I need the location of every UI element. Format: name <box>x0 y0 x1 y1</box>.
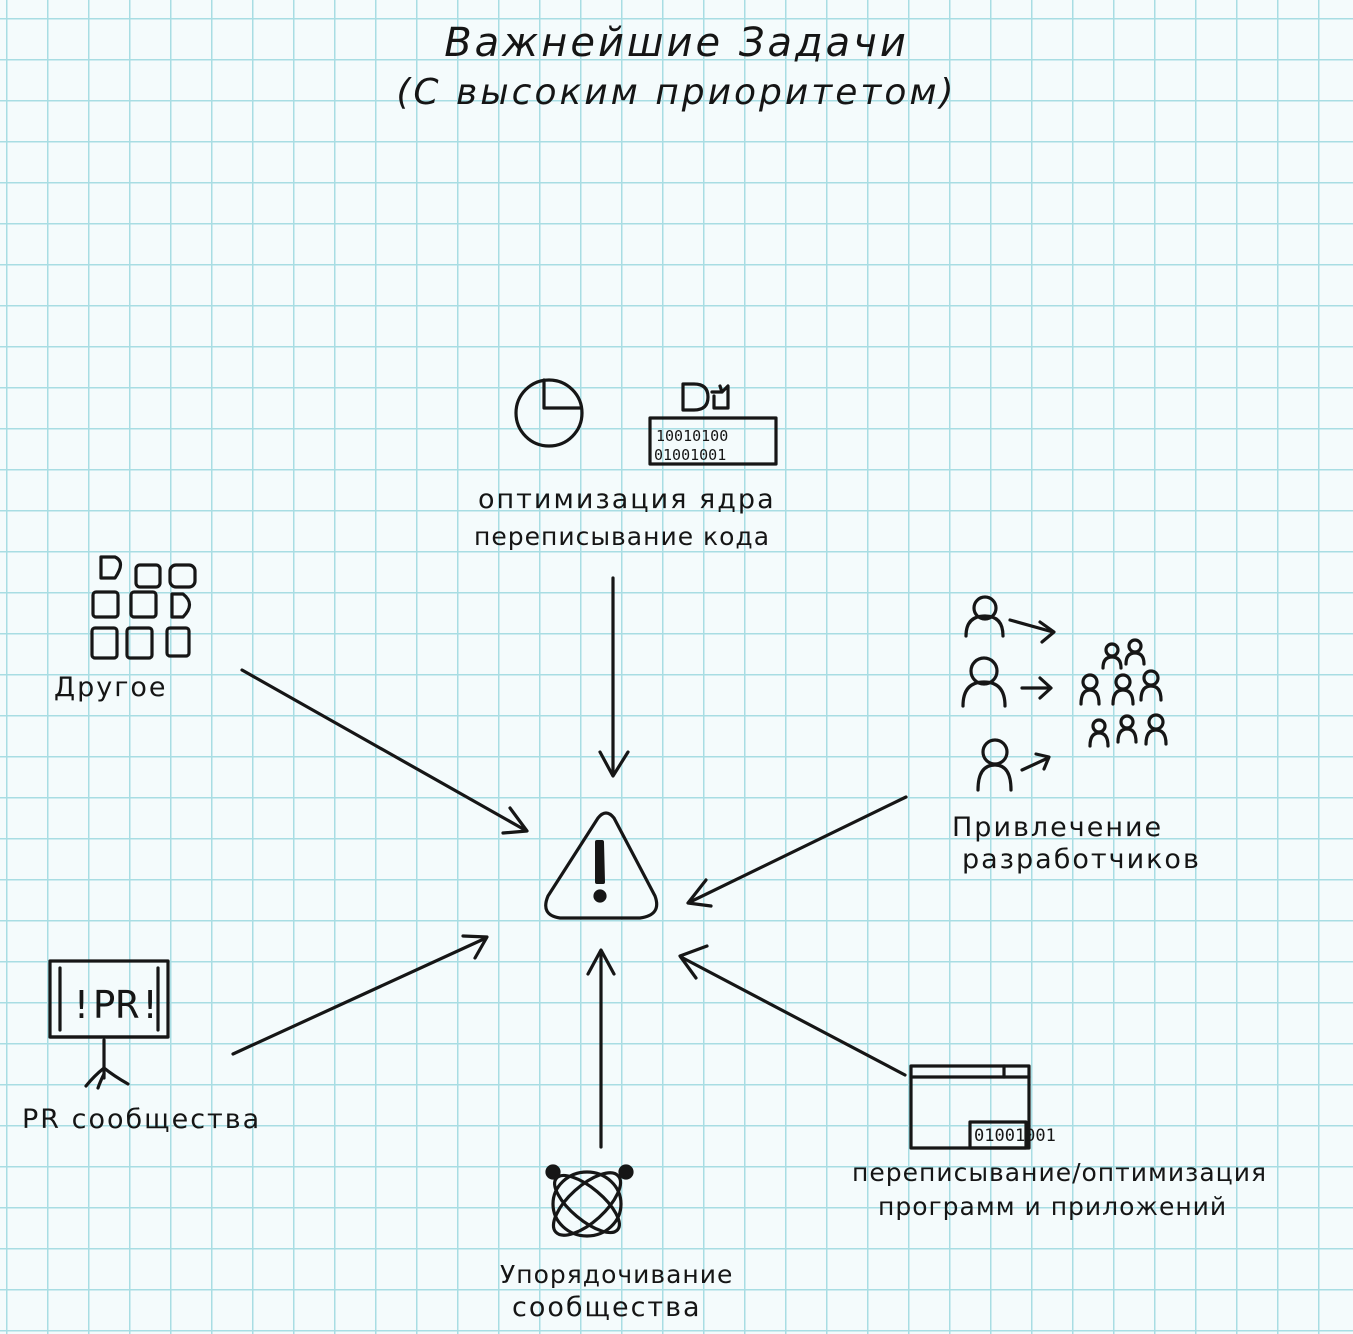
diagram-title-line2: (С высоким приоритетом) <box>396 72 957 113</box>
developers-label-line2: разработчиков <box>962 844 1201 875</box>
arrow-other <box>240 668 529 835</box>
arrow-programs <box>678 944 907 1077</box>
arrow-core <box>598 576 630 778</box>
programs-label-line1: переписывание/оптимизация <box>852 1158 1267 1187</box>
pr-label: PR сообщества <box>22 1104 262 1135</box>
community-label-line2: сообщества <box>512 1292 702 1323</box>
programs-label-line2: программ и приложений <box>878 1192 1228 1221</box>
arrow-community <box>586 948 616 1149</box>
core-label-line1: оптимизация ядра <box>478 484 776 515</box>
core-label-line2: переписывание кода <box>474 522 771 551</box>
arrow-developers <box>686 795 908 908</box>
community-label-line1: Упорядочивание <box>500 1260 734 1289</box>
diagram-title-line1: Важнейшие Задачи <box>444 20 909 66</box>
developers-label-line1: Привлечение <box>952 812 1164 843</box>
other-label: Другое <box>54 672 168 703</box>
arrow-pr <box>231 934 489 1056</box>
